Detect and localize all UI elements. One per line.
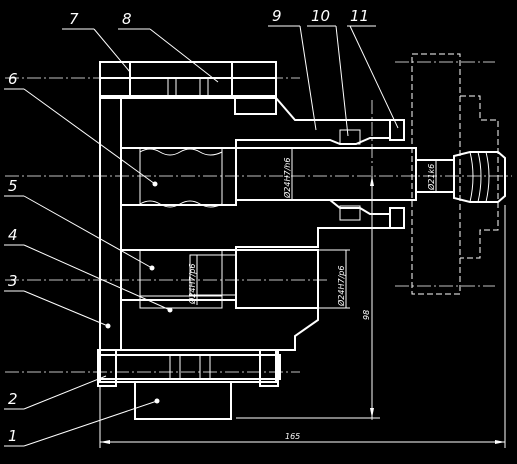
part-label-2: 2: [8, 390, 18, 408]
dim-gear-fit-lower-label: Ø24H7/p6: [336, 266, 346, 307]
dimension-shaft-fit: Ø24H7/h6: [282, 148, 293, 200]
leader-2: 2: [4, 375, 107, 410]
bottom-bolt: [97, 349, 281, 387]
part-label-11: 11: [350, 7, 369, 25]
drive-shaft: [235, 147, 506, 203]
leader-6: 6: [4, 70, 158, 187]
leader-1: 1: [4, 398, 160, 447]
dimension-98: 98: [236, 176, 380, 419]
leader-4: 4: [4, 226, 173, 313]
dim-98-label: 98: [362, 310, 371, 320]
dim-shaft-end-label: Ø21k6: [426, 164, 436, 191]
leader-5: 5: [4, 177, 155, 271]
part-label-5: 5: [8, 177, 18, 195]
driven-shaft: [235, 249, 319, 309]
part-label-6: 6: [8, 70, 18, 88]
dim-shaft-fit-label: Ø24H7/h6: [282, 158, 292, 199]
dim-gear-fit-upper-label: Ø24H7/p6: [187, 264, 197, 305]
leader-10: 10: [307, 7, 349, 137]
dimension-gear-fit-lower: Ø24H7/p6: [318, 249, 350, 309]
housing: [99, 61, 391, 420]
leader-11: 11: [347, 7, 399, 129]
leader-7: 7: [62, 10, 131, 73]
dim-165-label: 165: [285, 432, 300, 441]
part-label-4: 4: [8, 226, 18, 244]
dimension-gear-fit-upper: Ø24H7/p6: [187, 255, 198, 305]
seal-assembly: [339, 119, 405, 229]
part-label-9: 9: [272, 7, 282, 25]
leader-9: 9: [268, 7, 317, 131]
leader-3: 3: [4, 272, 111, 329]
upper-gear-section: [120, 147, 237, 208]
dimension-shaft-end: Ø21k6: [426, 160, 437, 192]
dimension-165: 165: [99, 205, 506, 448]
part-label-7: 7: [69, 10, 79, 28]
part-label-8: 8: [122, 10, 132, 28]
part-label-10: 10: [311, 7, 330, 25]
part-label-3: 3: [8, 272, 18, 290]
part-label-1: 1: [8, 427, 18, 445]
output-gear-outline: [411, 53, 499, 295]
center-lines: [5, 61, 512, 420]
leader-8: 8: [118, 10, 219, 83]
